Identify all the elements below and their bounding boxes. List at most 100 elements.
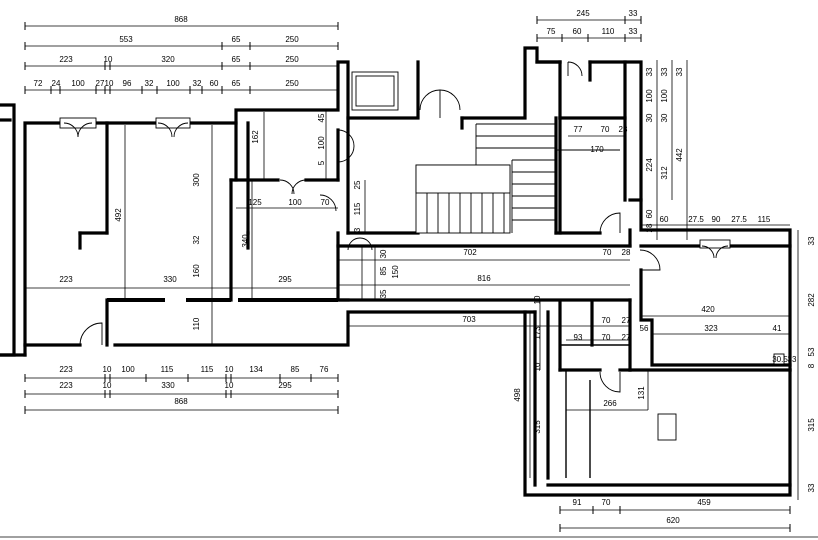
dim-32-b: 32 xyxy=(193,79,202,88)
dim-v-33-a: 33 xyxy=(645,67,654,76)
staircase xyxy=(415,123,620,234)
dim-85: 85 xyxy=(291,365,300,374)
dim-459: 459 xyxy=(697,498,711,507)
dim-10-b1: 10 xyxy=(103,365,112,374)
dim-65-a: 65 xyxy=(232,35,241,44)
dim-115-v: 115 xyxy=(353,202,362,215)
dim-v-33-r2: 33 xyxy=(807,483,816,492)
top-dimensions: 868 553 65 250 223 10 320 65 250 72 24 1… xyxy=(24,15,339,94)
dim-27-top: 27 xyxy=(96,79,105,88)
room-height-110: 110 xyxy=(192,317,201,330)
corridor-85: 85 xyxy=(379,266,388,275)
dim-250-a: 250 xyxy=(285,35,299,44)
dim-70-h: 70 xyxy=(321,198,330,207)
dim-75: 75 xyxy=(547,27,556,36)
dim-93: 93 xyxy=(574,333,583,342)
top-right-dimensions: 245 33 75 60 110 33 xyxy=(536,9,642,42)
dim-56: 56 xyxy=(640,324,649,333)
dim-10-v-a: 10 xyxy=(533,295,542,304)
dim-33-tr1: 33 xyxy=(629,9,638,18)
dim-266: 266 xyxy=(603,399,617,408)
corridor-30: 30 xyxy=(379,249,388,258)
dim-33-small: 33 xyxy=(788,355,797,364)
room-width-295: 295 xyxy=(278,275,292,284)
dim-65-b: 65 xyxy=(232,55,241,64)
dim-100-h: 100 xyxy=(288,198,302,207)
dim-45: 45 xyxy=(317,113,326,122)
room-height-300: 300 xyxy=(192,173,201,187)
dim-703: 703 xyxy=(462,315,476,324)
dim-v-53: 53 xyxy=(807,347,816,356)
dim-250-b: 250 xyxy=(285,55,299,64)
dim-90: 90 xyxy=(712,215,721,224)
dim-70-r1: 70 xyxy=(601,125,610,134)
fixtures xyxy=(351,71,785,478)
dim-245: 245 xyxy=(576,9,590,18)
dim-10-top-b: 10 xyxy=(105,79,114,88)
dim-v-8: 8 xyxy=(807,363,816,368)
dim-134: 134 xyxy=(249,365,263,374)
dim-223-b2: 223 xyxy=(59,381,73,390)
dim-v-100-b: 100 xyxy=(660,89,669,103)
room-height-32: 32 xyxy=(192,235,201,244)
dim-315-v: 315 xyxy=(533,420,542,434)
dim-816: 816 xyxy=(477,274,491,283)
dim-25: 25 xyxy=(353,180,362,189)
room-height-160: 160 xyxy=(192,264,201,278)
dim-v-30-a: 30 xyxy=(645,113,654,122)
right-edge-dimensions: 33 282 8 53 315 33 xyxy=(797,230,816,500)
dim-3: 3 xyxy=(353,227,362,232)
dim-70-br: 70 xyxy=(602,498,611,507)
dim-v-33-c: 33 xyxy=(675,67,684,76)
dim-223-b1: 223 xyxy=(59,365,73,374)
corridor-35: 35 xyxy=(379,289,388,298)
dim-702: 702 xyxy=(463,248,477,257)
room-height-340: 340 xyxy=(241,234,250,248)
dim-v-100-a: 100 xyxy=(645,89,654,103)
dim-v-28: 28 xyxy=(645,223,654,232)
dim-30-5: 30.5 xyxy=(772,355,788,364)
walls xyxy=(0,46,792,497)
dim-320: 320 xyxy=(161,55,175,64)
room-height-492: 492 xyxy=(114,208,123,222)
dim-v-224: 224 xyxy=(645,158,654,172)
dim-24: 24 xyxy=(52,79,61,88)
dim-v-33-b: 33 xyxy=(660,67,669,76)
dim-v-30-b: 30 xyxy=(660,113,669,122)
dim-250-c: 250 xyxy=(285,79,299,88)
dim-v-312: 312 xyxy=(660,166,669,180)
dim-33-tr2: 33 xyxy=(629,27,638,36)
dim-420: 420 xyxy=(701,305,715,314)
interior-dimensions: 223 330 295 492 300 32 160 110 340 162 4… xyxy=(59,113,797,434)
dim-100-v: 100 xyxy=(317,136,326,150)
dim-v-33-r1: 33 xyxy=(807,236,816,245)
dim-60-rr: 60 xyxy=(660,215,669,224)
dim-76: 76 xyxy=(320,365,329,374)
dim-70-c1: 70 xyxy=(603,248,612,257)
dim-27-5-a: 27.5 xyxy=(688,215,704,224)
dim-131: 131 xyxy=(637,386,646,400)
dim-32-a: 32 xyxy=(145,79,154,88)
dim-70-d: 70 xyxy=(602,316,611,325)
interior-dimension-lines xyxy=(0,110,818,538)
dim-v-60: 60 xyxy=(645,209,654,218)
dim-868-top: 868 xyxy=(174,15,188,24)
dim-10-b4: 10 xyxy=(225,381,234,390)
dim-10-v-b: 10 xyxy=(533,362,542,371)
dim-620: 620 xyxy=(666,516,680,525)
dim-170: 170 xyxy=(590,145,604,154)
dim-10-b3: 10 xyxy=(103,381,112,390)
dim-115-b2: 115 xyxy=(201,365,214,374)
dim-330-b: 330 xyxy=(161,381,175,390)
doors xyxy=(59,61,731,393)
dim-77: 77 xyxy=(574,125,583,134)
dim-27-b: 27 xyxy=(622,333,631,342)
dim-65-c: 65 xyxy=(232,79,241,88)
dim-110-tr: 110 xyxy=(602,27,615,36)
dim-70-e: 70 xyxy=(602,333,611,342)
dim-23: 23 xyxy=(619,125,628,134)
dim-115-rr: 115 xyxy=(758,215,771,224)
dim-100-b: 100 xyxy=(166,79,180,88)
room-width-223: 223 xyxy=(59,275,73,284)
